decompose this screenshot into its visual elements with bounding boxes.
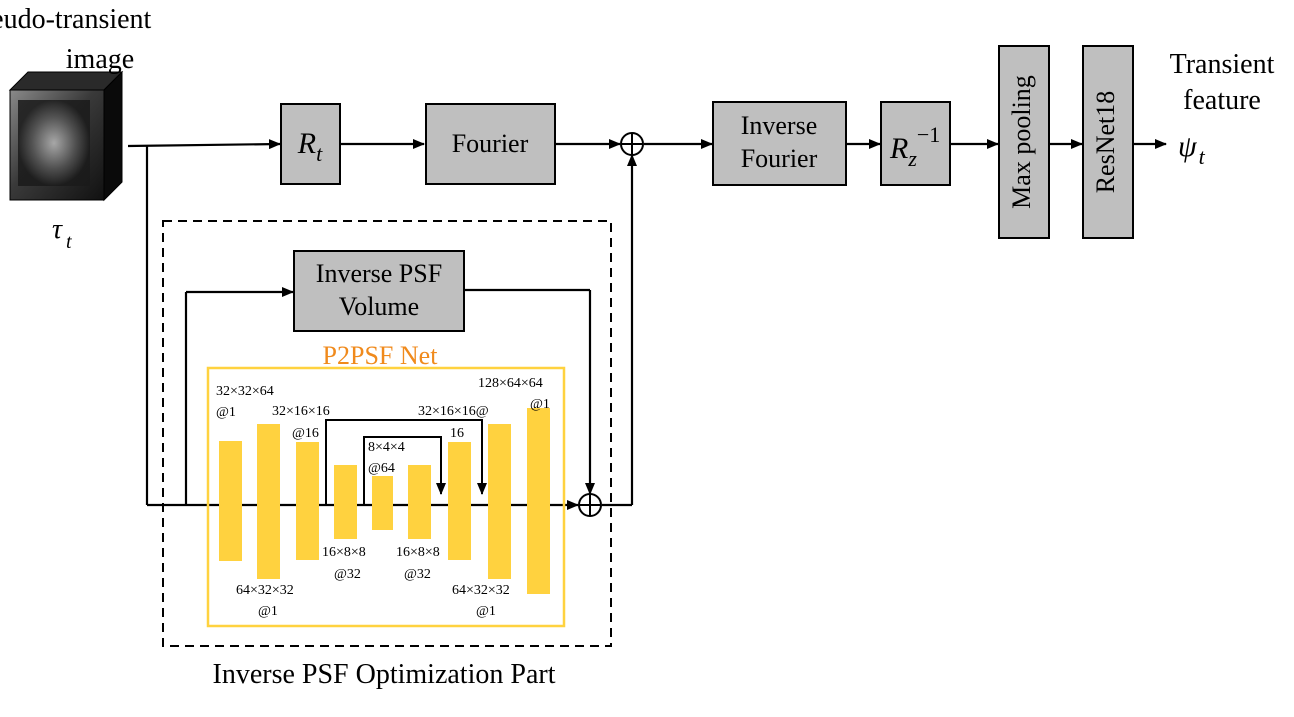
layer-bar-5 xyxy=(372,476,393,530)
label-l5-ch: @1 xyxy=(530,397,550,412)
inverse-psf-volume-block: Inverse PSF Volume xyxy=(293,250,465,332)
label-l3-dims: 8×4×4 xyxy=(368,440,405,455)
inverse-fourier-line1: Inverse xyxy=(741,111,818,140)
layer-bar-7 xyxy=(448,442,471,560)
label-b4-ch: @1 xyxy=(476,604,496,619)
main-flow-connectors xyxy=(127,139,1167,150)
input-title-line1: Pseudo-transient xyxy=(0,4,152,35)
max-pooling-label: Max pooling xyxy=(1007,75,1036,209)
layer-bar-2 xyxy=(257,424,280,579)
label-b4-dims: 64×32×32 xyxy=(452,583,510,598)
label-b3-ch: @32 xyxy=(404,567,431,582)
optimization-part-label: Inverse PSF Optimization Part xyxy=(213,659,556,690)
label-b1-ch: @1 xyxy=(258,604,278,619)
inverse-psf-volume-line2: Volume xyxy=(339,292,419,321)
skip-connections xyxy=(325,419,487,505)
rz-inverse-label: Rz−1 xyxy=(889,122,940,171)
fourier-label: Fourier xyxy=(452,129,529,158)
label-b1-dims: 64×32×32 xyxy=(236,583,294,598)
label-l4-dims: 32×16×16@ xyxy=(418,404,489,419)
rt-label: Rt xyxy=(297,127,323,166)
p2psf-net-frame xyxy=(206,366,566,628)
label-b3-dims: 16×8×8 xyxy=(396,545,440,560)
output-title-line1: Transient xyxy=(1170,49,1275,80)
pseudo-transient-cube-image xyxy=(8,70,124,202)
label-l2-dims: 32×16×16 xyxy=(272,404,330,419)
inverse-fourier-block: Inverse Fourier xyxy=(712,101,847,186)
layer-bar-8 xyxy=(488,424,511,579)
output-title-line2: feature xyxy=(1183,85,1261,116)
label-l2-ch: @16 xyxy=(292,426,319,441)
output-symbol: ψt xyxy=(1178,130,1206,169)
label-l4-ch: 16 xyxy=(450,426,464,441)
resnet18-label: ResNet18 xyxy=(1091,91,1120,194)
label-l3-ch: @64 xyxy=(368,461,395,476)
inverse-psf-optimization-region xyxy=(162,220,612,647)
p2psf-net-title: P2PSF Net xyxy=(323,341,439,370)
sum-node-top xyxy=(620,132,644,156)
resnet18-block: ResNet18 xyxy=(1082,45,1134,239)
label-l5-dims: 128×64×64 xyxy=(478,376,543,391)
layer-bar-3 xyxy=(296,442,319,560)
rt-block: Rt xyxy=(280,103,341,185)
label-l1-dims: 32×32×64 xyxy=(216,384,274,399)
inverse-psf-volume-line1: Inverse PSF xyxy=(316,259,442,288)
inverse-fourier-line2: Fourier xyxy=(741,144,818,173)
input-title-line2: image xyxy=(66,44,134,75)
rz-inverse-block: Rz−1 xyxy=(880,101,951,186)
layer-bar-6 xyxy=(408,465,431,539)
fourier-block: Fourier xyxy=(425,103,556,185)
p2psf-net: P2PSF Net 32×32×64 @1 32×16×16 @16 8×4×4… xyxy=(206,341,566,628)
sum-node-bottom xyxy=(578,493,602,517)
layer-bar-4 xyxy=(334,465,357,539)
label-b2-ch: @32 xyxy=(334,567,361,582)
max-pooling-block: Max pooling xyxy=(998,45,1050,239)
label-b2-dims: 16×8×8 xyxy=(322,545,366,560)
label-l1-ch: @1 xyxy=(216,405,236,420)
layer-bar-1 xyxy=(219,441,242,561)
layer-bar-9 xyxy=(527,408,550,594)
